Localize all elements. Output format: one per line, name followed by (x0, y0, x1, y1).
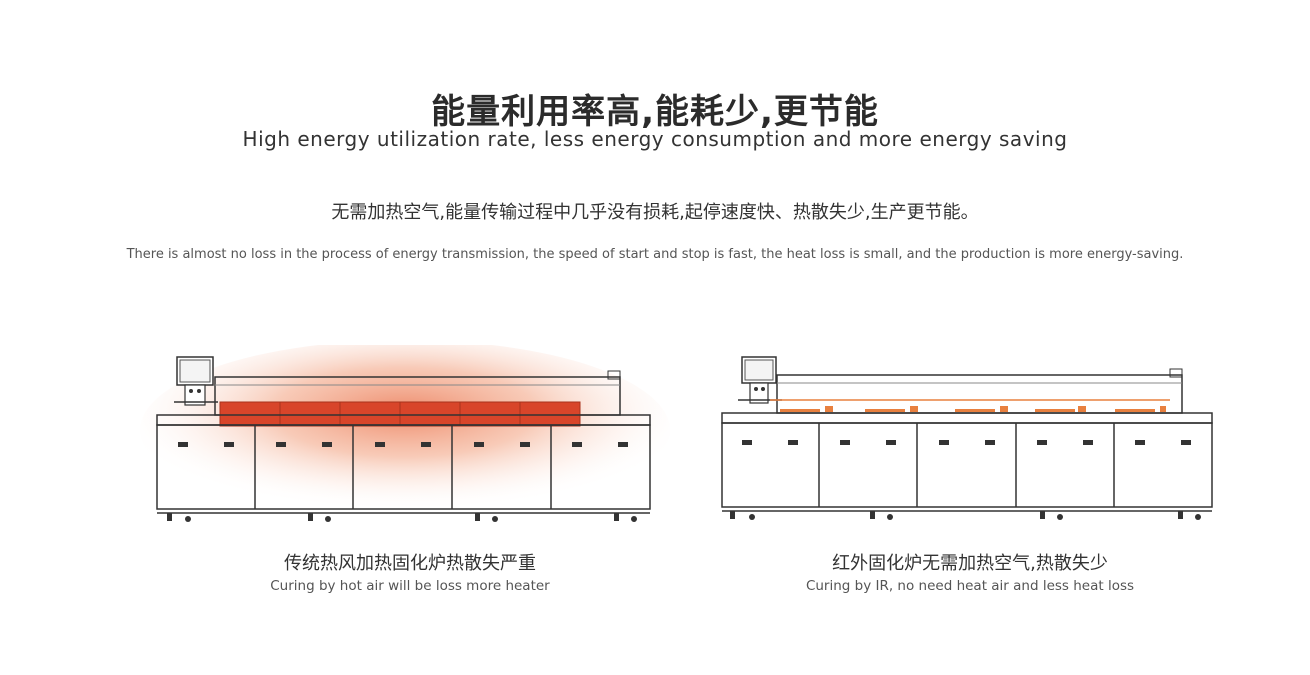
oven-hood (776, 374, 1183, 414)
oven-cabinet (156, 424, 651, 510)
conveyor (721, 412, 1213, 424)
oven-feet (167, 513, 637, 522)
hot-air-oven-svg (140, 345, 670, 522)
infrared-caption-en: Curing by IR, no need heat air and less … (805, 578, 1135, 594)
infrared-caption-zh: 红外固化炉无需加热空气,热散失少 (832, 553, 1108, 574)
infrared-oven-illustration (710, 345, 1230, 530)
description-en: There is almost no loss in the process o… (126, 247, 1184, 262)
hot-air-caption-zh: 传统热风加热固化炉热散失严重 (284, 553, 536, 574)
ir-heated-products (780, 406, 1166, 412)
heat-loss-glow (140, 345, 670, 520)
page-title: 能量利用率高,能耗少,更节能 (431, 92, 879, 132)
hot-air-caption-en: Curing by hot air will be loss more heat… (270, 578, 550, 594)
description-zh: 无需加热空气,能量传输过程中几乎没有损耗,起停速度快、热散失少,生产更节能。 (331, 202, 979, 223)
page-subtitle: High energy utilization rate, less energ… (242, 127, 1068, 151)
oven-cabinet (721, 422, 1213, 508)
oven-feet (730, 511, 1201, 520)
hot-air-heater-blocks (219, 401, 581, 427)
infrared-oven-svg (721, 356, 1213, 520)
hot-air-oven-illustration (140, 345, 680, 530)
